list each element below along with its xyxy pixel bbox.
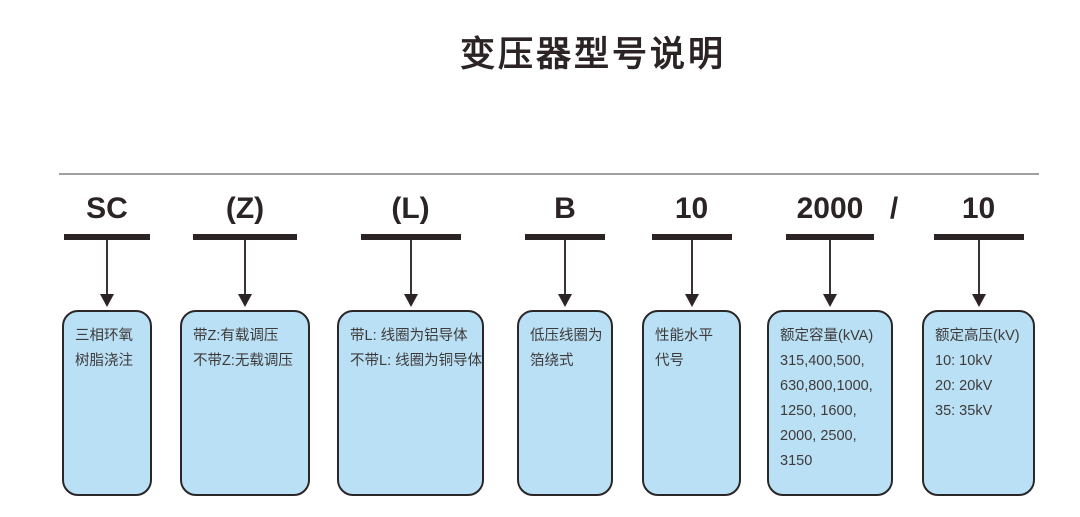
code-label: 10 [674, 192, 709, 225]
down-arrow-icon [409, 240, 412, 294]
description-box: 带Z:有载调压 不带Z:无载调压 [180, 310, 310, 496]
box-line: 10: 10kV [935, 353, 993, 369]
box-line: 带Z:有载调压 [193, 328, 279, 344]
description-box: 额定高压(kV) 10: 10kV 20: 20kV 35: 35kV [922, 310, 1035, 496]
down-arrow-head-icon [100, 294, 114, 307]
box-line: 箔绕式 [530, 353, 574, 369]
down-arrow-head-icon [403, 294, 418, 307]
box-line: 35: 35kV [935, 403, 993, 419]
down-arrow-icon [829, 240, 831, 294]
description-box: 三相环氧 树脂浇注 [62, 310, 152, 496]
code-underline [933, 234, 1024, 240]
box-line: 1250, 1600, [780, 403, 857, 419]
down-arrow-head-icon [823, 294, 837, 307]
box-line: 3150 [780, 453, 813, 469]
box-line: 630,800,1000, [780, 378, 873, 394]
down-arrow-icon [564, 240, 566, 294]
code-label: (L) [391, 192, 430, 225]
code-label: B [554, 192, 576, 225]
down-arrow-icon [244, 240, 246, 294]
box-line: 树脂浇注 [75, 353, 133, 369]
code-underline [360, 234, 461, 240]
model-code-column-sc: SC 三相环氧 树脂浇注 [62, 186, 152, 496]
slash-separator: / [889, 192, 899, 225]
box-line: 三相环氧 [75, 328, 133, 344]
box-line: 不带L: 线圈为铜导体 [350, 353, 483, 369]
down-arrow-head-icon [684, 294, 699, 307]
box-line: 带L: 线圈为铝导体 [350, 328, 468, 344]
box-line: 额定容量(kVA) [780, 328, 874, 344]
model-code-column-voltage: 10 额定高压(kV) 10: 10kV 20: 20kV 35: 35kV [922, 186, 1035, 496]
box-line: 2000, 2500, [780, 428, 857, 444]
code-underline [786, 234, 874, 240]
code-label: 10 [961, 192, 996, 225]
model-code-column-z: (Z) 带Z:有载调压 不带Z:无载调压 [180, 186, 310, 496]
description-box: 额定容量(kVA) 315,400,500, 630,800,1000, 125… [767, 310, 893, 496]
box-line: 20: 20kV [935, 378, 993, 394]
description-box: 性能水平 代号 [642, 310, 741, 496]
model-code-column-capacity: 2000 额定容量(kVA) 315,400,500, 630,800,1000… [767, 186, 893, 496]
down-arrow-head-icon [971, 294, 986, 307]
code-underline [193, 234, 297, 240]
box-line: 315,400,500, [780, 353, 865, 369]
horizontal-divider [59, 173, 1039, 175]
code-underline [525, 234, 605, 240]
down-arrow-head-icon [558, 294, 572, 307]
box-line: 低压线圈为 [530, 328, 603, 344]
page-title: 变压器型号说明 [460, 35, 727, 74]
code-underline [651, 234, 732, 240]
model-code-column-perf: 10 性能水平 代号 [642, 186, 741, 496]
box-line: 不带Z:无载调压 [193, 353, 293, 369]
code-underline [64, 234, 150, 240]
model-code-column-b: B 低压线圈为 箔绕式 [517, 186, 613, 496]
code-label: SC [86, 192, 128, 225]
down-arrow-head-icon [238, 294, 252, 307]
code-label: (Z) [225, 192, 265, 225]
box-line: 额定高压(kV) [935, 328, 1020, 344]
description-box: 带L: 线圈为铝导体 不带L: 线圈为铜导体 [337, 310, 484, 496]
box-line: 代号 [655, 353, 684, 369]
box-line: 性能水平 [655, 328, 713, 344]
down-arrow-icon [977, 240, 980, 294]
model-code-column-l: (L) 带L: 线圈为铝导体 不带L: 线圈为铜导体 [337, 186, 484, 496]
description-box: 低压线圈为 箔绕式 [517, 310, 613, 496]
down-arrow-icon [690, 240, 693, 294]
down-arrow-icon [106, 240, 108, 294]
code-label: 2000 [796, 192, 864, 225]
